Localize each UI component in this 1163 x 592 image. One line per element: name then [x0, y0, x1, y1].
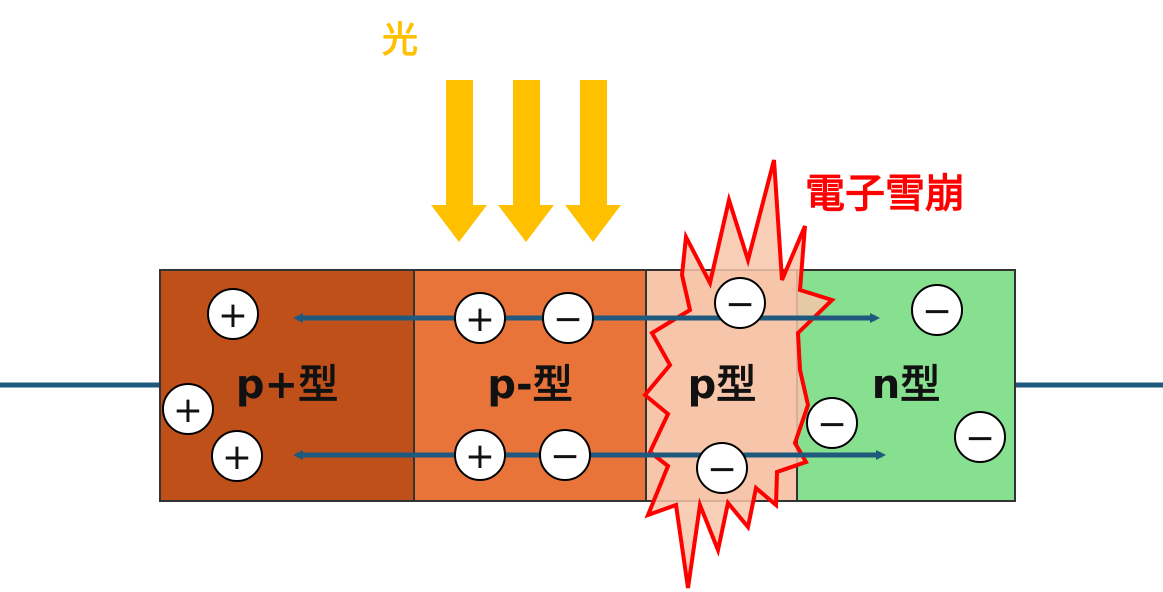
region-label-p: p型	[688, 362, 757, 408]
electron-1: −	[542, 292, 594, 344]
hole-sign: +	[173, 390, 203, 431]
region-label-n: n型	[872, 362, 940, 408]
light-arrow-1	[431, 80, 487, 242]
hole-sign: +	[222, 437, 252, 478]
electron-sign: −	[817, 404, 847, 445]
avalanche-label: 電子雪崩	[805, 171, 965, 217]
region-label-p-minus: p-型	[487, 362, 572, 408]
hole-sign: +	[465, 436, 495, 477]
hole-sign: +	[465, 299, 495, 340]
electron-sign: −	[922, 291, 952, 332]
electron-sign: −	[725, 284, 755, 325]
electron-sign: −	[707, 449, 737, 490]
hole-2: +	[162, 383, 214, 435]
hole-4: +	[454, 292, 506, 344]
electron-4: −	[696, 442, 748, 494]
avalanche-burst	[642, 159, 836, 589]
electron-sign: −	[553, 299, 583, 340]
electron-2: −	[539, 429, 591, 481]
light-label: 光	[382, 20, 418, 61]
electron-6: −	[806, 397, 858, 449]
electron-sign: −	[965, 418, 995, 459]
hole-sign: +	[218, 295, 248, 336]
electron-sign: −	[550, 436, 580, 477]
hole-3: +	[211, 430, 263, 482]
electron-5: −	[911, 284, 963, 336]
hole-1: +	[207, 288, 259, 340]
electron-3: −	[714, 277, 766, 329]
region-p-plus	[159, 269, 415, 502]
light-arrow-3	[565, 80, 621, 242]
light-arrow-2	[498, 80, 554, 242]
hole-5: +	[454, 429, 506, 481]
electron-7: −	[954, 411, 1006, 463]
region-label-p-plus: p+型	[236, 362, 338, 408]
region-p-minus	[413, 269, 647, 502]
